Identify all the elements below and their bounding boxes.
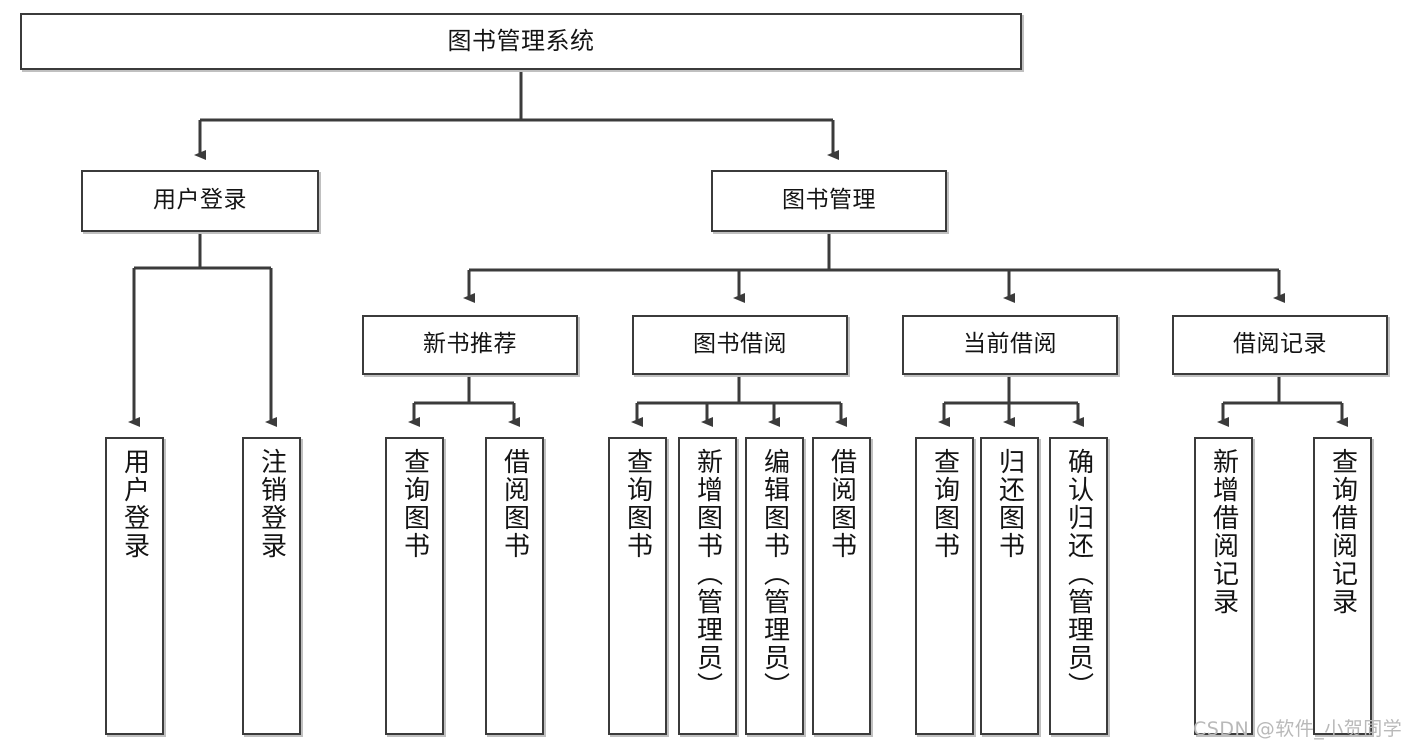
leaf-logout-login[interactable]: 注销登录 bbox=[242, 437, 301, 735]
node-label: 新增图书（管理员） bbox=[692, 448, 723, 700]
node-book-borrow[interactable]: 图书借阅 bbox=[632, 315, 848, 375]
node-label: 图书管理系统 bbox=[447, 27, 595, 56]
node-label: 归还图书 bbox=[994, 448, 1025, 560]
node-label: 借阅图书 bbox=[499, 448, 530, 560]
node-label: 新书推荐 bbox=[423, 331, 517, 358]
node-book-management[interactable]: 图书管理 bbox=[711, 170, 947, 232]
leaf-add-borrow-record[interactable]: 新增借阅记录 bbox=[1194, 437, 1253, 735]
leaf-query-book-recommend[interactable]: 查询图书 bbox=[385, 437, 444, 735]
node-label: 查询借阅记录 bbox=[1327, 448, 1358, 616]
leaf-borrow-book[interactable]: 借阅图书 bbox=[812, 437, 871, 735]
node-root-system[interactable]: 图书管理系统 bbox=[20, 13, 1022, 70]
node-current-borrow[interactable]: 当前借阅 bbox=[902, 315, 1118, 375]
node-label: 编辑图书（管理员） bbox=[759, 448, 790, 700]
node-label: 查询图书 bbox=[929, 448, 960, 560]
node-label: 新增借阅记录 bbox=[1208, 448, 1239, 616]
leaf-confirm-return[interactable]: 确认归还（管理员） bbox=[1049, 437, 1108, 735]
csdn-watermark: CSDN @软件_小贺同学 bbox=[1193, 718, 1403, 740]
node-label: 借阅图书 bbox=[826, 448, 857, 560]
node-new-book-recommend[interactable]: 新书推荐 bbox=[362, 315, 578, 375]
leaf-query-book-current[interactable]: 查询图书 bbox=[915, 437, 974, 735]
node-label: 用户登录 bbox=[119, 448, 150, 560]
node-label: 借阅记录 bbox=[1233, 331, 1327, 358]
node-label: 图书借阅 bbox=[693, 331, 787, 358]
node-borrow-record[interactable]: 借阅记录 bbox=[1172, 315, 1388, 375]
node-user-login[interactable]: 用户登录 bbox=[81, 170, 319, 232]
leaf-edit-book[interactable]: 编辑图书（管理员） bbox=[745, 437, 804, 735]
node-label: 注销登录 bbox=[256, 448, 287, 560]
node-label: 确认归还（管理员） bbox=[1063, 448, 1094, 700]
leaf-add-book[interactable]: 新增图书（管理员） bbox=[678, 437, 737, 735]
leaf-user-login[interactable]: 用户登录 bbox=[105, 437, 164, 735]
leaf-query-borrow-record[interactable]: 查询借阅记录 bbox=[1313, 437, 1372, 735]
node-label: 当前借阅 bbox=[963, 331, 1057, 358]
leaf-query-book-borrow[interactable]: 查询图书 bbox=[608, 437, 667, 735]
node-label: 查询图书 bbox=[622, 448, 653, 560]
leaf-borrow-book-recommend[interactable]: 借阅图书 bbox=[485, 437, 544, 735]
leaf-return-book[interactable]: 归还图书 bbox=[980, 437, 1039, 735]
node-label: 图书管理 bbox=[782, 187, 876, 214]
node-label: 用户登录 bbox=[153, 187, 247, 214]
node-label: 查询图书 bbox=[399, 448, 430, 560]
